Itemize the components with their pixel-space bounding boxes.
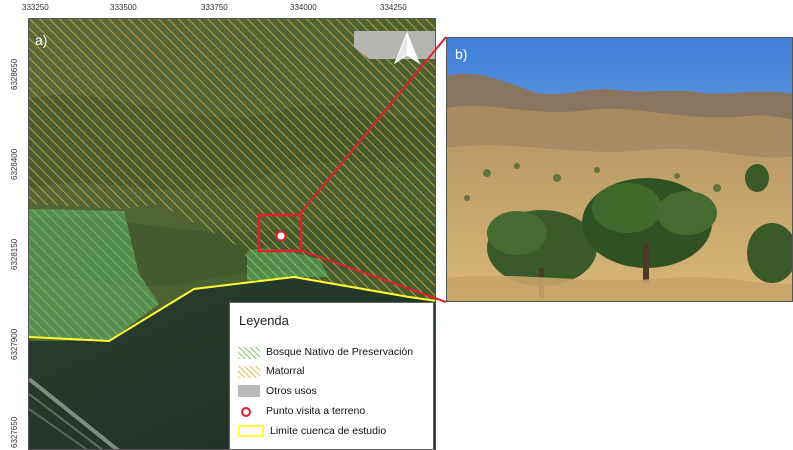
- y-tick: 6327900: [10, 328, 19, 360]
- legend-swatch-hatch-green: [238, 346, 260, 359]
- x-tick: 333750: [201, 3, 228, 12]
- y-tick: 6328150: [10, 238, 19, 270]
- photo-canvas: [447, 38, 792, 301]
- x-tick: 334000: [290, 3, 317, 12]
- legend-label: Limite cuenca de estudio: [270, 425, 387, 437]
- map-legend: Leyenda Bosque Nativo de Preservación Ma…: [229, 302, 434, 450]
- panel-b-label: b): [455, 46, 468, 62]
- tree-cluster: [487, 164, 792, 298]
- y-tick: 6328650: [10, 58, 19, 90]
- panel-a-label: a): [35, 32, 48, 48]
- legend-label: Bosque Nativo de Preservación: [266, 346, 414, 358]
- x-tick: 334250: [380, 3, 407, 12]
- north-arrow-icon: [393, 31, 421, 65]
- legend-title: Leyenda: [239, 313, 289, 328]
- x-tick: 333250: [22, 3, 49, 12]
- y-tick: 6328400: [10, 148, 19, 180]
- legend-swatch-grey: [238, 385, 260, 397]
- legend-item-otros-usos: Otros usos: [238, 384, 317, 398]
- legend-label: Otros usos: [266, 385, 317, 397]
- y-tick: 6327650: [10, 416, 19, 448]
- x-tick: 333500: [110, 3, 137, 12]
- legend-label: Punto visita a terreno: [266, 405, 366, 417]
- legend-swatch-outline: [238, 425, 264, 437]
- legend-item-bosque: Bosque Nativo de Preservación: [238, 345, 413, 359]
- legend-item-limite: Limite cuenca de estudio: [238, 424, 386, 438]
- legend-item-punto-visita: Punto visita a terreno: [238, 404, 365, 418]
- legend-swatch-hatch-orange: [238, 365, 260, 378]
- legend-label: Matorral: [266, 365, 305, 377]
- legend-item-matorral: Matorral: [238, 364, 305, 378]
- field-photo: b): [446, 37, 793, 302]
- zoom-box: [257, 213, 303, 253]
- legend-swatch-circle: [238, 405, 260, 417]
- field-visit-point: [275, 230, 287, 242]
